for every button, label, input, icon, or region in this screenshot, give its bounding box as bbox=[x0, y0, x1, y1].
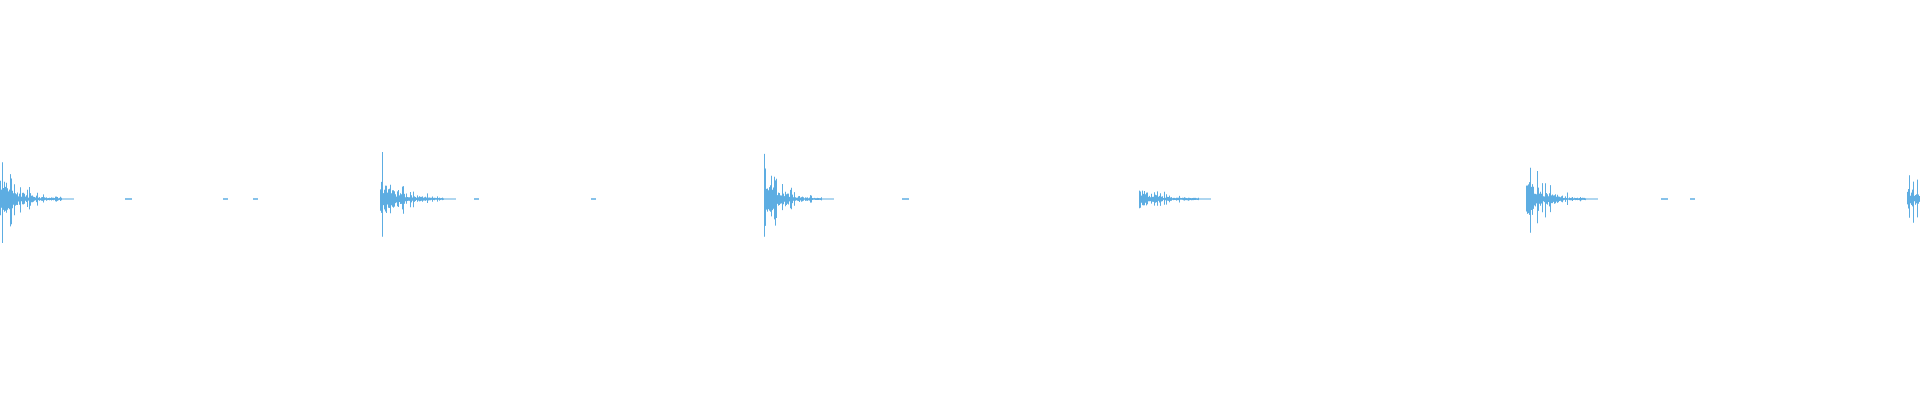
waveform-burst bbox=[0, 162, 74, 243]
waveform-burst bbox=[764, 153, 834, 237]
waveform-burst bbox=[1907, 175, 1920, 223]
waveform-burst bbox=[380, 152, 456, 237]
waveform-events bbox=[0, 152, 1920, 243]
waveform-burst bbox=[1526, 167, 1598, 233]
waveform-burst bbox=[1139, 190, 1211, 209]
